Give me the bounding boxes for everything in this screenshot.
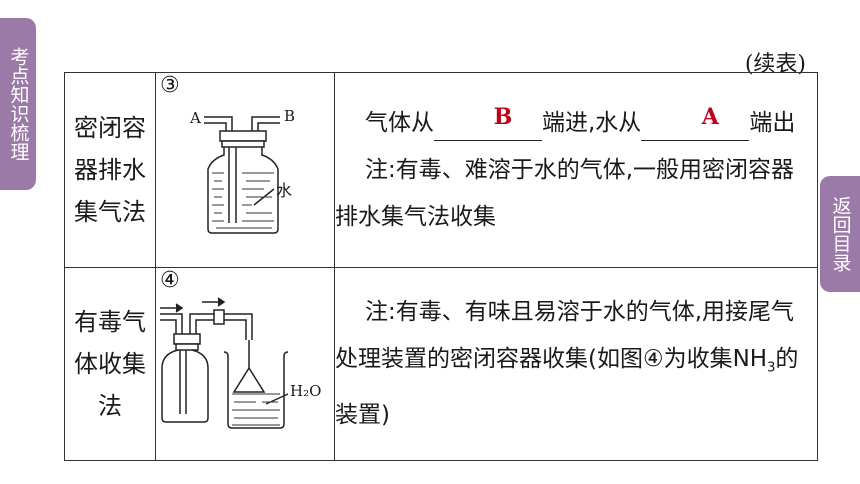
text-water-from: 端进,水从 xyxy=(542,109,642,136)
answer-a: A xyxy=(701,103,719,130)
method-cell: 密闭容器排水集气法 xyxy=(64,72,156,268)
figure-cell: ④ xyxy=(155,267,335,461)
note-text-end: 的装置) xyxy=(335,346,799,428)
figure-cell: ③ xyxy=(155,72,335,268)
answer-b: B xyxy=(493,103,513,130)
gas-collection-table: 密闭容器排水集气法 ③ xyxy=(64,72,818,461)
note-text: 注:有毒、有味且易溶于水的气体,用接尾气处理装置的密闭容器收集(如图④为收集NH… xyxy=(335,289,817,439)
label-water: 水 xyxy=(276,181,293,200)
absorption-apparatus-diagram xyxy=(160,297,289,429)
text-out: 端出 xyxy=(749,109,796,136)
table-row: 有毒气体收集法 ④ xyxy=(64,267,818,461)
label-h2o: H₂O xyxy=(290,382,322,400)
figure-number: ③ xyxy=(160,73,180,98)
wash-bottle-diagram xyxy=(204,116,280,234)
label-b: B xyxy=(284,107,296,125)
section-tab-knowledge[interactable]: 考点知识梳理 xyxy=(0,18,36,190)
text-gas-from: 气体从 xyxy=(365,109,434,136)
figure-number: ④ xyxy=(160,268,180,293)
back-to-contents-tab[interactable]: 返回目录 xyxy=(820,176,860,292)
answer-blank-2: A xyxy=(641,103,750,141)
method-name: 密闭容器排水集气法 xyxy=(74,114,146,226)
answer-blank-1: B xyxy=(434,103,542,141)
description-cell: 气体从 B 端进,水从 A 端出 注:有毒、难溶于水的气体,一般用密闭容器排水集气法收集 xyxy=(334,72,818,268)
method-name: 有毒气体收集法 xyxy=(74,308,146,420)
note-text: 注:有毒、难溶于水的气体,一般用密闭容器排水集气法收集 xyxy=(335,156,795,230)
table-row: 密闭容器排水集气法 ③ xyxy=(64,72,818,268)
direction-line: 气体从 B 端进,水从 A 端出 xyxy=(335,100,817,147)
note-text-main: 注:有毒、有味且易溶于水的气体,用接尾气处理装置的密闭容器收集(如图④为收集NH xyxy=(335,299,795,373)
method-cell: 有毒气体收集法 xyxy=(64,267,156,461)
label-a: A xyxy=(190,109,201,127)
note-subscript: 3 xyxy=(767,360,776,376)
description-cell: 注:有毒、有味且易溶于水的气体,用接尾气处理装置的密闭容器收集(如图④为收集NH… xyxy=(334,267,818,461)
